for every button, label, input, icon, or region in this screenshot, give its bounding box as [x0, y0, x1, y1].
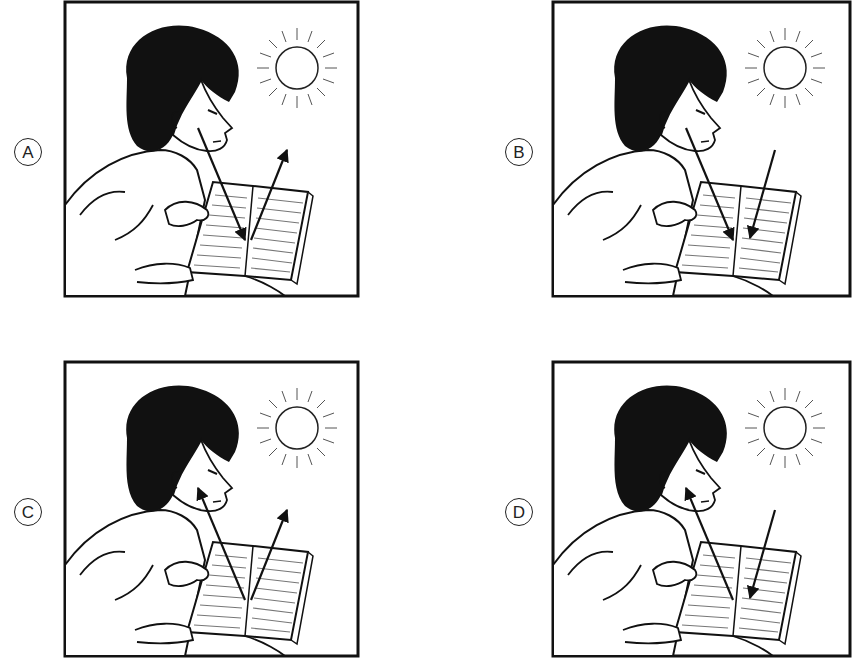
light-ray	[686, 128, 733, 240]
option-letter: D	[513, 504, 525, 521]
panel	[65, 2, 358, 296]
light-ray	[750, 510, 775, 598]
light-ray	[251, 510, 287, 600]
option-letter: B	[513, 144, 524, 161]
panel	[553, 2, 850, 296]
light-ray	[198, 488, 245, 600]
panel	[65, 362, 358, 656]
light-ray	[198, 128, 245, 240]
light-ray	[686, 488, 733, 600]
option-circle: A	[14, 138, 42, 166]
option-circle: C	[14, 498, 42, 526]
option-letter: C	[22, 504, 34, 521]
option-circle: B	[505, 138, 533, 166]
option-letter: A	[22, 144, 33, 161]
panel	[553, 362, 850, 656]
light-ray	[750, 150, 775, 238]
light-ray	[251, 150, 287, 240]
option-circle: D	[505, 498, 533, 526]
